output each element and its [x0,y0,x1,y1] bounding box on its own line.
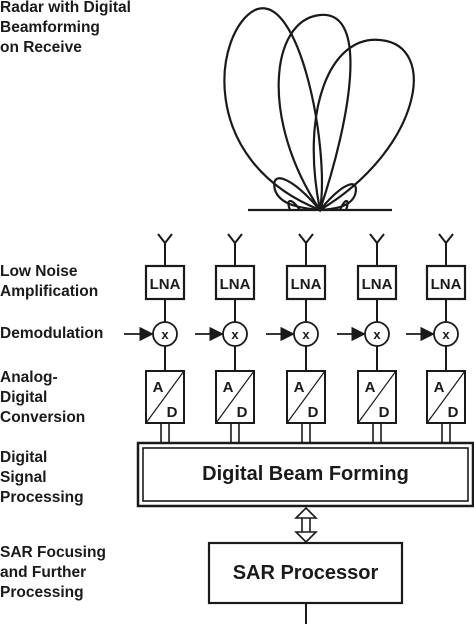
antenna-icon [298,233,314,265]
title-label: Radar with Digital Beamforming on Receiv… [0,0,131,56]
adc-d-label: D [379,404,390,421]
adc-d-label: D [308,404,319,421]
dbf-label: Digital Beam Forming [202,463,409,485]
mixer-label: x [231,327,239,342]
adc-a-label: A [294,379,305,396]
lna-label: LNA [362,276,393,293]
dbf-sar-link [294,506,318,544]
lna-box [214,264,256,301]
sar-label: SAR Processor [232,562,379,584]
adc-stage-label: Analog- Digital Conversion [0,369,86,426]
adc-diagonal [215,370,255,424]
sidelobes [248,177,392,212]
adc-d-label: D [448,404,459,421]
lna-label: LNA [150,276,181,293]
adc-a-label: A [365,379,376,396]
adc-diagonal [357,370,397,424]
mixer-label: x [442,327,450,342]
beam-lobe-left [223,7,324,212]
adc-diagonal [426,370,466,424]
dbf-box-inner [142,447,469,502]
beam-lobe-center [277,13,352,213]
beam-pattern [223,7,415,213]
antenna-icon [369,233,385,265]
adc-d-label: D [237,404,248,421]
adc-a-label: A [434,379,445,396]
lna-box [285,264,327,301]
dsp-stage-label: Digital Signal Processing [0,449,84,506]
mixer-label: x [302,327,310,342]
lna-stage-label: Low Noise Amplification [0,263,99,300]
adc-a-label: A [223,379,234,396]
beam-lobe-right [312,38,415,212]
dbf-box-outer [136,441,474,508]
mixer-label: x [161,327,169,342]
adc-diagonal [286,370,326,424]
lna-label: LNA [431,276,462,293]
demod-stage-label: Demodulation [0,325,104,342]
lna-label: LNA [220,276,251,293]
lna-label: LNA [291,276,322,293]
sar-stage-label: SAR Focusing and Further Processing [0,544,106,601]
mixer-label: x [373,327,381,342]
lna-box [425,264,467,301]
antenna-icon [157,233,173,265]
adc-diagonal [145,370,185,424]
adc-d-label: D [167,404,178,421]
lna-box [356,264,398,301]
antenna-icon [438,233,454,265]
antenna-icon [227,233,243,265]
adc-a-label: A [153,379,164,396]
